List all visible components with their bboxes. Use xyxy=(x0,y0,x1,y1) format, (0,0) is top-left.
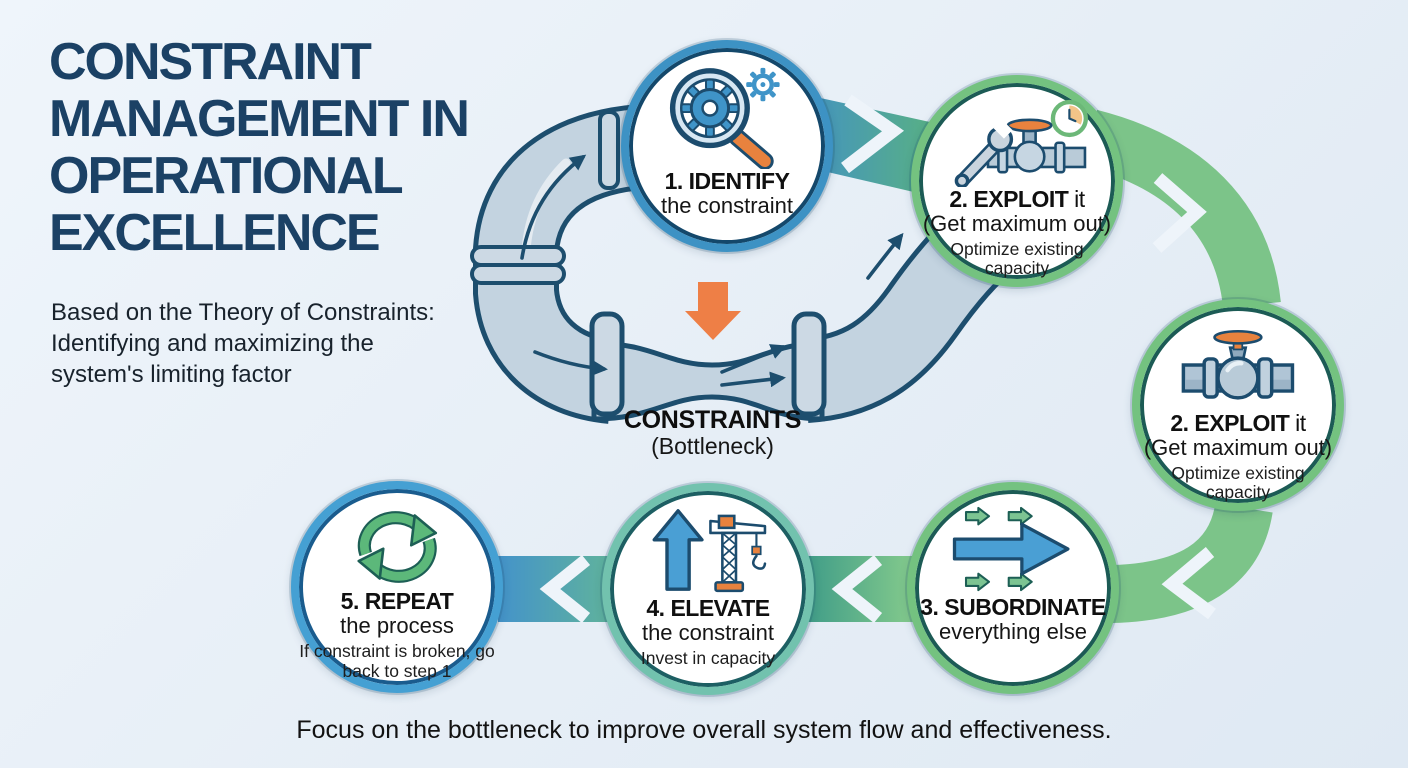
flow-arc-exploit-to-exploit xyxy=(1082,109,1281,309)
wrench-icon xyxy=(955,119,1014,187)
bottleneck-label: CONSTRAINTS xyxy=(623,406,802,434)
flow-band-identify-to-exploit xyxy=(793,92,948,200)
wrench-valve-clock-icon xyxy=(943,96,1090,187)
step-subtitle: the process xyxy=(340,613,454,639)
step-circle-exploit-top: 2. EXPLOIT it (Get maximum out) Optimize… xyxy=(911,75,1123,287)
pipe-coupling xyxy=(470,263,566,285)
step-circle-elevate: 4. ELEVATE the constraint Invest in capa… xyxy=(602,483,814,695)
step-subtitle: everything else xyxy=(939,619,1087,645)
step-circle-identify: 1. IDENTIFY the constraint xyxy=(621,40,833,252)
pipe-flange xyxy=(589,311,625,417)
small-gear-icon xyxy=(746,67,780,102)
magnifier-handle xyxy=(731,131,772,168)
title-line: CONSTRAINT xyxy=(49,33,372,91)
big-right-arrow xyxy=(953,522,1070,576)
title-line: OPERATIONAL xyxy=(49,147,404,205)
valve-handle xyxy=(1213,329,1263,345)
page-subtitle: Based on the Theory of Constraints: Iden… xyxy=(51,297,435,390)
subtitle-line: system's limiting factor xyxy=(51,361,292,388)
subtitle-line: Based on the Theory of Constraints: xyxy=(51,299,435,326)
magnifier-gear-icon xyxy=(653,63,800,169)
page-title: CONSTRAINT MANAGEMENT IN OPERATIONAL EXC… xyxy=(49,33,470,262)
step-note: Optimize existing capacity xyxy=(1171,462,1305,503)
chevron-down-right-icon xyxy=(1152,173,1207,253)
step-title: 2. EXPLOIT it xyxy=(1170,409,1306,436)
step-title: 3. SUBORDINATE xyxy=(920,594,1106,620)
flow-arc-exploit-to-subordinate xyxy=(1110,502,1273,623)
step-note: If constraint is broken, go back to step… xyxy=(299,640,495,681)
flow-band-subordinate-to-elevate xyxy=(805,554,915,624)
flow-band-elevate-to-repeat xyxy=(498,554,608,624)
step-title: 5. REPEAT xyxy=(340,588,454,614)
step-title: 2. EXPLOIT it xyxy=(949,185,1085,212)
step-circle-subordinate: 3. SUBORDINATE everything else xyxy=(907,482,1119,694)
title-line: MANAGEMENT IN xyxy=(49,90,470,148)
flow-arrows-icon xyxy=(943,503,1083,595)
step-subtitle: the constraint xyxy=(660,193,794,219)
step-circle-exploit-right: 2. EXPLOIT it (Get maximum out) Optimize… xyxy=(1132,299,1344,511)
chevron-right-icon xyxy=(841,94,905,174)
bottleneck-pipe xyxy=(591,340,825,422)
step-note: Invest in capacity xyxy=(640,647,776,668)
up-arrow xyxy=(652,509,704,591)
step-title: 1. IDENTIFY xyxy=(664,168,790,194)
chevron-left-icon xyxy=(1161,547,1216,620)
recycle-icon xyxy=(336,505,459,589)
bottleneck-down-arrow-icon xyxy=(685,282,741,340)
up-arrow-crane-icon xyxy=(644,504,772,596)
pipe-flow-arrows xyxy=(520,154,904,388)
subtitle-line: Identifying and maximizing the xyxy=(51,330,374,357)
step-title: 4. ELEVATE xyxy=(646,595,770,621)
pipe-valve-icon xyxy=(1173,320,1303,411)
gear-icon xyxy=(680,78,740,138)
pipe-illustration xyxy=(470,103,1025,424)
valve-handle xyxy=(1007,118,1053,133)
chevron-left-icon xyxy=(539,554,591,624)
bottleneck-sublabel: (Bottleneck) xyxy=(651,433,774,459)
step-circle-repeat: 5. REPEAT the process If constraint is b… xyxy=(291,481,503,693)
step-subtitle: (Get maximum out) xyxy=(922,211,1112,237)
small-green-arrows xyxy=(965,506,1033,592)
chevron-left-icon xyxy=(831,554,883,624)
footer-caption: Focus on the bottleneck to improve overa… xyxy=(296,716,1112,744)
crane-icon xyxy=(709,514,767,593)
pipe-coupling xyxy=(470,245,566,267)
title-line: EXCELLENCE xyxy=(49,204,381,262)
step-note: Optimize existing capacity xyxy=(950,238,1084,279)
step-subtitle: the constraint xyxy=(641,620,775,646)
pipe-flange xyxy=(598,110,620,190)
step-subtitle: (Get maximum out) xyxy=(1143,435,1333,461)
pipe-flange xyxy=(791,311,827,417)
